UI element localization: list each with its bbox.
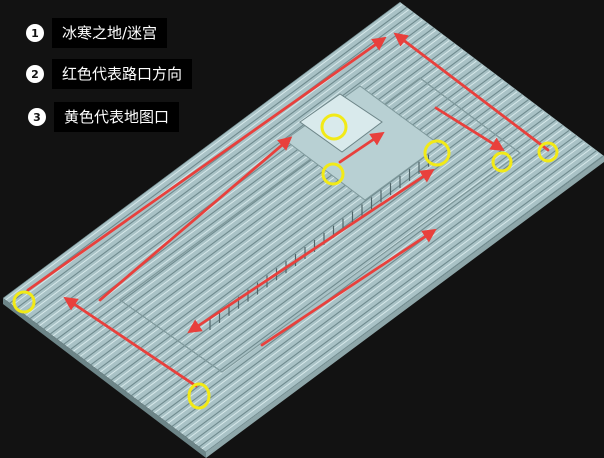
legend-item: 2 红色代表路口方向 xyxy=(26,58,193,90)
exit-markers xyxy=(12,113,559,410)
red-arrow-icon xyxy=(63,296,198,388)
maze-wall-row xyxy=(16,11,414,309)
maze-wall-highlight xyxy=(25,19,423,317)
yellow-circle-icon xyxy=(187,382,211,410)
yellow-circle-icon xyxy=(491,151,513,173)
legend-number-badge: 2 xyxy=(26,65,44,83)
red-arrow-icon xyxy=(187,168,435,334)
red-arrow-icon xyxy=(434,106,505,151)
yellow-circle-icon xyxy=(537,141,559,163)
yellow-circle-icon xyxy=(320,113,348,141)
path-arrows xyxy=(26,32,550,388)
maze-wall-highlight xyxy=(4,4,403,301)
legend-label: 红色代表路口方向 xyxy=(52,59,193,89)
yellow-circle-icon xyxy=(423,139,451,167)
center-platform xyxy=(299,93,383,153)
maze-wall-row xyxy=(9,6,408,304)
red-arrow-icon xyxy=(338,131,385,164)
red-arrow-icon xyxy=(260,228,437,347)
yellow-circle-icon xyxy=(321,162,345,186)
legend-number-badge: 3 xyxy=(28,108,46,126)
maze-wall-row xyxy=(22,16,421,314)
legend-item: 3 黄色代表地图口 xyxy=(28,101,180,133)
legend-item: 1 冰寒之地/迷宫 xyxy=(26,17,168,49)
legend-label: 冰寒之地/迷宫 xyxy=(52,18,168,48)
red-arrow-icon xyxy=(26,36,387,292)
maze-front-left-side xyxy=(3,298,206,458)
red-arrow-icon xyxy=(393,32,550,152)
legend-label: 黄色代表地图口 xyxy=(54,102,180,132)
legend-number-badge: 1 xyxy=(26,24,44,42)
yellow-circle-icon xyxy=(12,290,36,314)
maze-wall-row xyxy=(3,2,401,299)
